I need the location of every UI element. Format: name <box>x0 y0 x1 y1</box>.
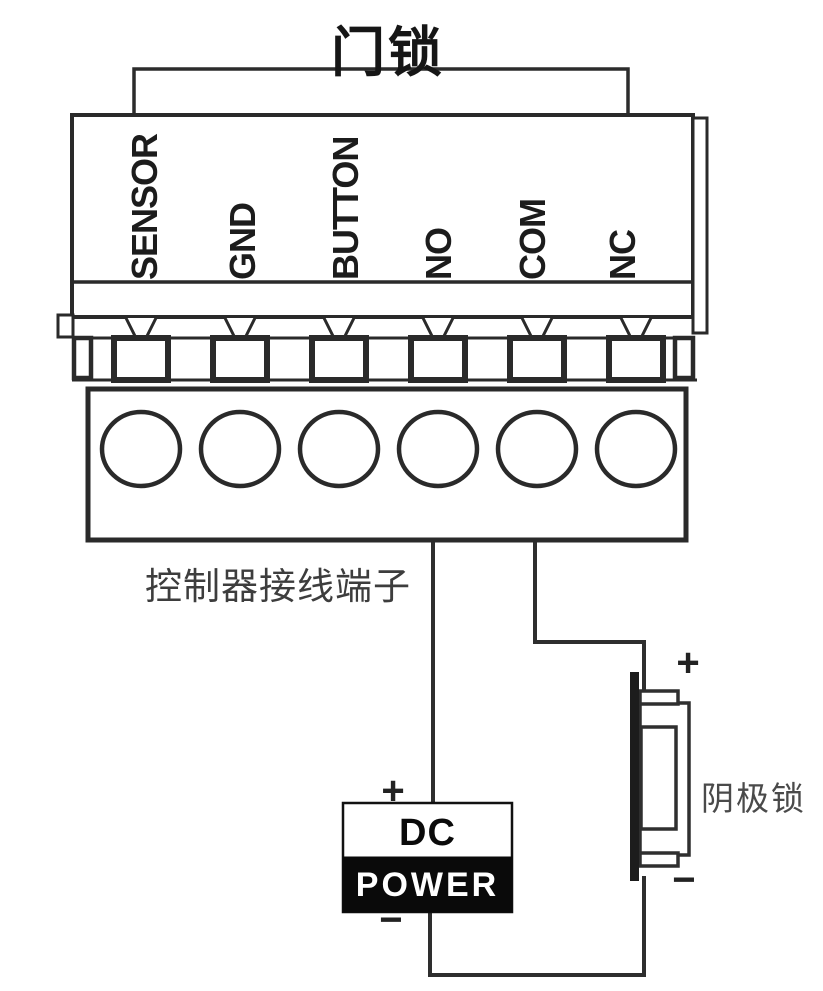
housing-right-flange <box>691 116 709 335</box>
lock-latch <box>639 725 678 831</box>
lock-minus-sign: − <box>672 858 696 902</box>
contact-pin <box>408 335 468 383</box>
terminal-label-no: NO <box>418 228 459 280</box>
terminal-label-button: BUTTON <box>325 136 366 280</box>
terminal-block-caption: 控制器接线端子 <box>145 566 411 607</box>
contact-pin <box>111 335 171 383</box>
terminal-plug-housing <box>56 113 709 339</box>
contact-pin <box>606 335 666 383</box>
cathode-lock-symbol <box>630 672 691 881</box>
power-label-dc: DC <box>399 812 456 854</box>
contact-pin <box>309 335 369 383</box>
power-black-band <box>342 856 513 913</box>
dc-power-box <box>341 801 514 914</box>
diagram-title: 门锁 <box>331 23 445 83</box>
screw-hole <box>198 409 282 489</box>
terminal-label-nc: NC <box>602 230 643 280</box>
screw-hole <box>396 409 480 489</box>
contact-pin-edge <box>672 335 696 381</box>
terminal-plug-contacts <box>71 317 697 383</box>
housing-left-foot <box>56 313 75 339</box>
contact-pin <box>210 335 270 383</box>
power-label-power: POWER <box>355 866 500 904</box>
wire-com-to-lock <box>533 486 646 694</box>
screw-hole <box>594 409 678 489</box>
wire-power-to-lock <box>428 876 646 977</box>
terminal-label-gnd: GND <box>222 203 263 280</box>
terminal-label-sensor: SENSOR <box>124 133 165 280</box>
screw-hole <box>495 409 579 489</box>
lock-top-flange <box>638 689 680 706</box>
screw-hole <box>297 409 381 489</box>
door-lock-bracket <box>132 67 630 116</box>
lock-bottom-flange <box>638 851 680 868</box>
lock-strike-plate <box>630 672 639 881</box>
lock-plus-sign: + <box>676 641 700 685</box>
contact-pin <box>507 335 567 383</box>
contact-pin-edge <box>71 335 94 381</box>
screw-hole <box>99 409 183 489</box>
power-minus-sign: − <box>379 898 403 942</box>
cathode-lock-label: 阴极锁 <box>701 780 806 817</box>
power-plus-sign: + <box>381 769 405 813</box>
terminal-socket <box>85 386 689 543</box>
terminal-label-com: COM <box>512 199 553 280</box>
